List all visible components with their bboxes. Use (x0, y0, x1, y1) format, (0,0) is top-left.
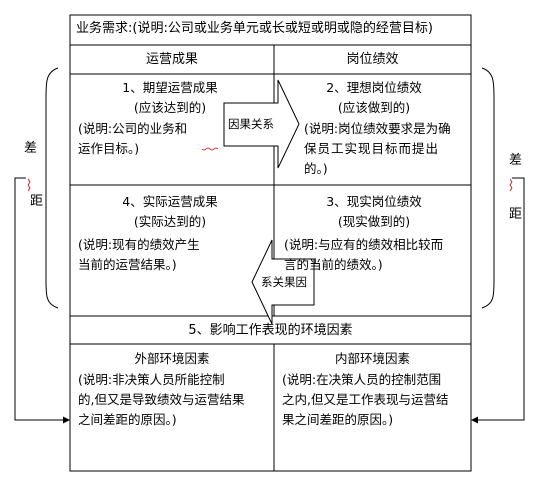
spellcheck-squiggle-q1 (201, 147, 219, 151)
left-connector (14, 177, 66, 421)
q2-description-line3: 的。) (304, 161, 328, 176)
right-connector (475, 177, 525, 421)
q4-subtitle: (实际达到的) (133, 214, 207, 229)
external-env-description-line1: (说明:非决策人员所能控制 (78, 372, 225, 387)
q3-title: 3、现实岗位绩效 (326, 194, 422, 209)
right-connector-arrowhead (471, 416, 478, 424)
causal-left-arrow-label: 系关果因 (261, 275, 307, 289)
q4-title: 4、实际运营成果 (122, 194, 218, 209)
external-env-description-line3: 之间差距的原因。) (78, 412, 177, 427)
gap-left-char2: 距 (30, 194, 44, 209)
env-factors-title: 5、影响工作表现的环境因素 (188, 323, 353, 338)
internal-env-title: 内部环境因素 (334, 351, 410, 366)
q4-description-line2: 当前的运营结果。) (78, 257, 177, 272)
column-header-operating-results: 运营成果 (145, 52, 198, 67)
business-need-header: 业务需求:(说明:公司或业务单元或长或短或明或隐的经营目标) (76, 21, 433, 36)
spellcheck-squiggle-right (509, 178, 513, 192)
q1-description-line1: (说明:公司的业务和 (78, 121, 188, 136)
q2-title: 2、理想岗位绩效 (326, 80, 422, 95)
internal-env-description-line1: (说明:在决策人员的控制范围 (282, 372, 442, 387)
causal-right-arrow-label: 因果关系 (228, 117, 274, 131)
q2-description-line1: (说明:岗位绩效要求是为确 (304, 121, 451, 136)
q1-title: 1、期望运营成果 (122, 80, 218, 95)
spellcheck-squiggle-left (27, 178, 31, 192)
causal-left-arrow (251, 239, 315, 325)
external-env-title: 外部环境因素 (134, 351, 210, 366)
gap-right-char1: 差 (509, 153, 523, 168)
q1-subtitle: (应该达到的) (133, 100, 207, 115)
external-env-description-line2: 的,但又是导致绩效与运营结果 (78, 392, 245, 407)
internal-env-description-line3: 果之间差距的原因。) (282, 412, 394, 427)
internal-env-description-line2: 之内,但又是工作表现与运营结 (282, 392, 449, 407)
q4-description-line1: (说明:现有的绩效产生 (78, 237, 200, 252)
q2-subtitle: (应该做到的) (337, 100, 411, 115)
q3-description-line1: (说明:与应有的绩效相比较而 (284, 237, 444, 252)
q3-subtitle: (现实做到的) (337, 214, 411, 229)
gap-left-char1: 差 (24, 141, 38, 156)
outer-frame (69, 14, 472, 472)
gap-right-char2: 距 (509, 207, 523, 222)
causal-right-arrow (223, 79, 300, 169)
q2-description-line2: 保员工实现目标而提出 (304, 141, 440, 156)
q3-description-line2: 言的当前的绩效。) (284, 257, 383, 272)
left-brace (45, 67, 59, 309)
left-connector-arrowhead (63, 416, 70, 424)
q1-description-line2: 运作目标。) (78, 141, 140, 156)
right-brace (481, 67, 495, 309)
column-header-job-performance: 岗位绩效 (346, 52, 399, 67)
